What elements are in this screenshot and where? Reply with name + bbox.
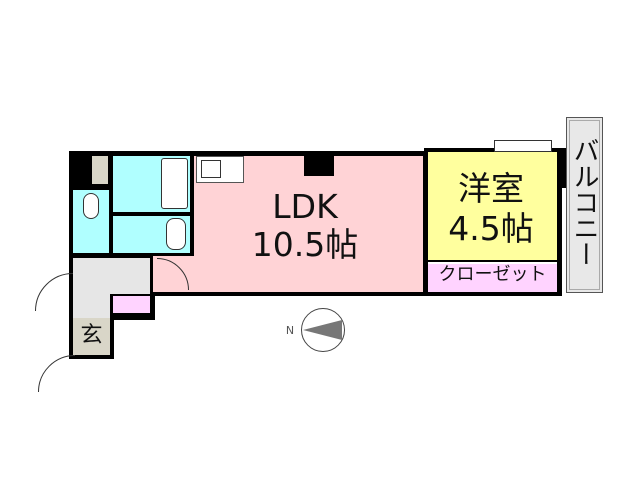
washbasin-icon	[166, 218, 186, 250]
room-closet	[428, 262, 557, 292]
western-name: 洋室	[458, 169, 524, 208]
entrance-label: 玄	[80, 323, 103, 348]
balcony	[566, 117, 603, 293]
closet-label: クローゼット	[438, 264, 547, 285]
room-western	[428, 152, 557, 260]
hall-closet	[113, 296, 150, 313]
balcony-label: バルコニー	[569, 137, 599, 267]
bathtub-icon	[161, 158, 188, 209]
compass-label: N	[285, 324, 295, 337]
hallway	[73, 258, 150, 294]
door-entrance-icon[interactable]	[38, 355, 75, 392]
storage	[92, 156, 108, 184]
toilet-icon	[83, 193, 99, 219]
stove-icon	[201, 160, 221, 178]
compass	[301, 308, 345, 352]
pillar	[304, 152, 334, 176]
wall-corner	[556, 148, 566, 188]
window	[494, 140, 552, 152]
western-size: 4.5帖	[448, 209, 534, 248]
entrance	[73, 318, 110, 355]
hallway-lower	[73, 290, 110, 318]
compass-arrow-icon	[303, 320, 342, 340]
ldk-name: LDK	[272, 187, 338, 226]
ldk-size: 10.5帖	[251, 225, 359, 264]
